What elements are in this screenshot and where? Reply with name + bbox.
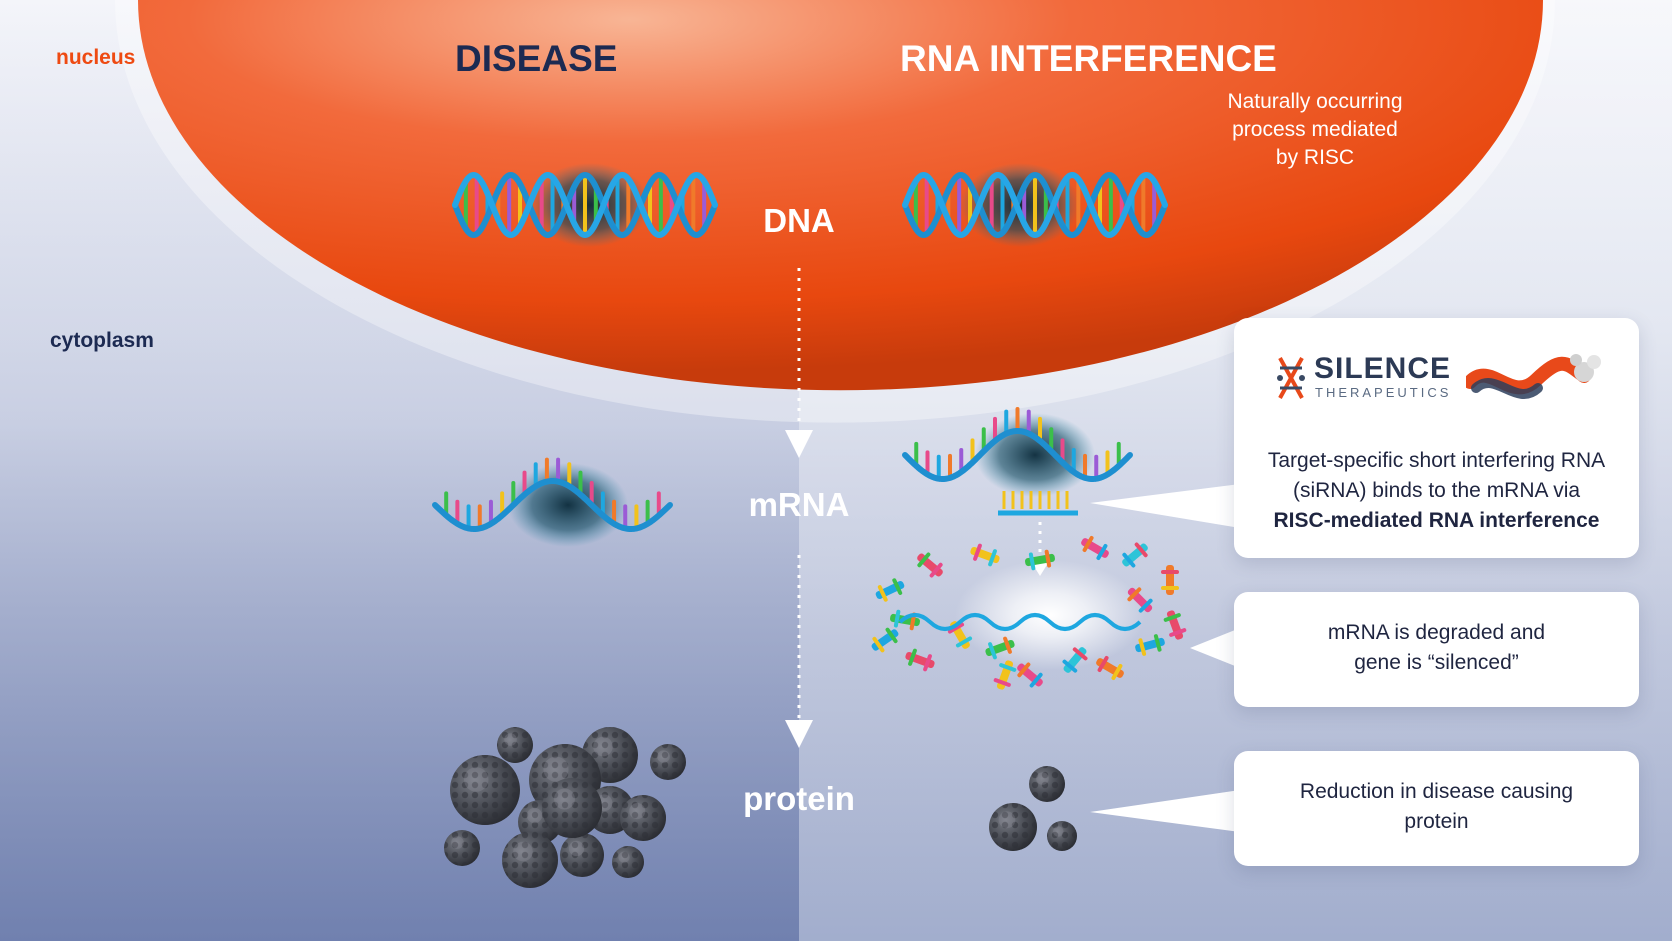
mrna-strand-rnai	[902, 407, 1133, 497]
rnai-note: Naturally occurring process mediated by …	[1200, 88, 1430, 172]
rnai-note-line3: by RISC	[1275, 146, 1355, 169]
heading-rna-interference: RNA INTERFERENCE	[900, 38, 1277, 79]
sirna-line2: (siRNA) binds to the mRNA via	[1292, 479, 1581, 502]
callout-card-sirna: SILENCE THERAPEUTICS Target-specific sho…	[1234, 318, 1639, 558]
degraded-description: mRNA is degraded and gene is “silenced”	[1234, 618, 1639, 678]
degraded-line2: gene is “silenced”	[1354, 651, 1519, 674]
sirna-molecule-icon	[1466, 354, 1601, 399]
callout-pointer-degraded	[1190, 628, 1240, 668]
reduction-line2: protein	[1404, 810, 1469, 833]
mrna-strand-disease	[432, 457, 673, 547]
degradation-burst	[955, 560, 1145, 670]
cytoplasm-label: cytoplasm	[50, 329, 154, 352]
logo-subtitle: THERAPEUTICS	[1315, 385, 1452, 400]
sirna-description: Target-specific short interfering RNA (s…	[1234, 446, 1639, 536]
callout-card-reduction: Reduction in disease causing protein	[1234, 751, 1639, 866]
callout-card-degraded: mRNA is degraded and gene is “silenced”	[1234, 592, 1639, 707]
rna-fragments	[871, 535, 1187, 690]
callout-pointer-reduction	[1090, 790, 1240, 832]
nucleus-label: nucleus	[56, 46, 136, 69]
reduction-description: Reduction in disease causing protein	[1234, 777, 1639, 837]
silence-logo-icon	[1277, 357, 1305, 399]
dna-helix-disease	[452, 163, 718, 247]
stage-label-mrna: mRNA	[748, 486, 850, 523]
sirna-line1: Target-specific short interfering RNA	[1267, 449, 1606, 472]
rnai-note-line1: Naturally occurring	[1227, 90, 1403, 113]
reduction-line1: Reduction in disease causing	[1299, 780, 1574, 803]
stage-label-dna: DNA	[763, 202, 835, 239]
rnai-note-line2: process mediated	[1232, 118, 1398, 141]
sirna-line3: RISC-mediated RNA interference	[1273, 509, 1600, 532]
heading-disease: DISEASE	[455, 38, 618, 79]
arrow-down-mrna	[785, 430, 813, 458]
callout-pointer-sirna	[1090, 484, 1240, 528]
dna-helix-rnai	[902, 163, 1168, 247]
arrow-down-protein	[785, 720, 813, 748]
stage-label-protein: protein	[743, 780, 855, 817]
protein-cluster-disease	[444, 727, 686, 888]
sirna-strand	[998, 491, 1078, 516]
degraded-line1: mRNA is degraded and	[1327, 621, 1546, 644]
logo-name: SILENCE	[1314, 352, 1452, 385]
protein-cluster-reduced	[989, 766, 1077, 851]
nucleus	[138, 0, 1543, 391]
